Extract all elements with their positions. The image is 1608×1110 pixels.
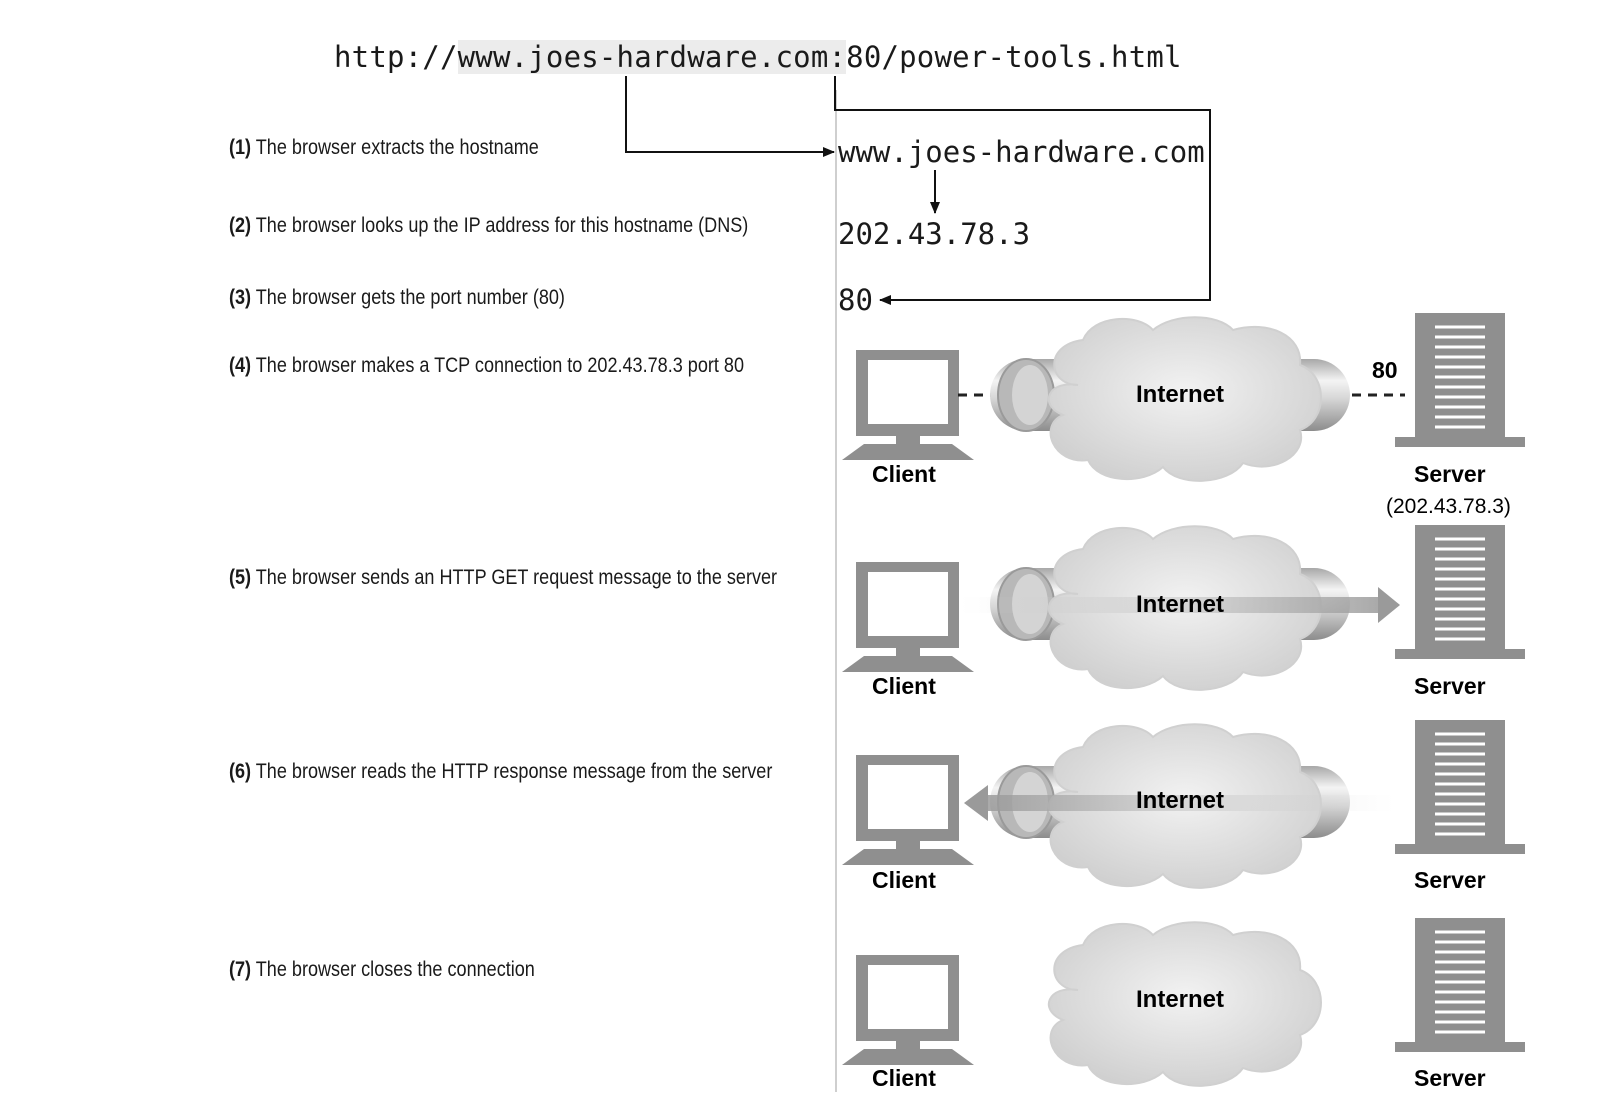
port-value: 80 bbox=[838, 283, 873, 317]
url-path: /power-tools.html bbox=[881, 40, 1182, 74]
url-host: www.joes-hardware.com bbox=[457, 40, 829, 74]
step-6: (6) The browser reads the HTTP response … bbox=[229, 760, 772, 784]
port-label: 80 bbox=[1372, 357, 1398, 383]
server-label: Server bbox=[1414, 1065, 1486, 1091]
step-number: (7) bbox=[229, 958, 252, 981]
step-text: The browser makes a TCP connection to 20… bbox=[251, 354, 745, 377]
client-computer-icon bbox=[842, 955, 974, 1065]
step-number: (6) bbox=[229, 760, 252, 783]
client-label: Client bbox=[872, 461, 936, 487]
url-port: 80 bbox=[846, 40, 882, 74]
client-computer-icon bbox=[842, 562, 974, 672]
response-arrow-head bbox=[964, 785, 988, 821]
scene-send-request: Client Internet Server bbox=[842, 523, 1527, 699]
step-number: (2) bbox=[229, 214, 252, 237]
server-label: Server bbox=[1414, 673, 1486, 699]
server-icon bbox=[1393, 718, 1527, 856]
request-arrow-head bbox=[1378, 587, 1400, 623]
step-text: The browser gets the port number (80) bbox=[251, 286, 565, 309]
client-label: Client bbox=[872, 1065, 936, 1091]
step-number: (5) bbox=[229, 566, 252, 589]
hostname-value: www.joes-hardware.com bbox=[838, 135, 1205, 169]
internet-label: Internet bbox=[1136, 591, 1224, 618]
client-label: Client bbox=[872, 673, 936, 699]
url-colon: : bbox=[828, 40, 847, 74]
client-computer-icon bbox=[842, 350, 974, 460]
step-text: The browser looks up the IP address for … bbox=[251, 214, 749, 237]
step-4: (4) The browser makes a TCP connection t… bbox=[229, 354, 744, 378]
step-text: The browser reads the HTTP response mess… bbox=[251, 760, 773, 783]
client-label: Client bbox=[872, 867, 936, 893]
scene-close-connection: Client Internet Server bbox=[842, 916, 1527, 1091]
step-number: (1) bbox=[229, 136, 252, 159]
internet-label: Internet bbox=[1136, 986, 1224, 1013]
server-ip-label: (202.43.78.3) bbox=[1386, 495, 1511, 518]
server-icon bbox=[1393, 523, 1527, 661]
url-line: http://www.joes-hardware.com:80/power-to… bbox=[334, 40, 1182, 74]
url-scheme: http:// bbox=[334, 40, 458, 74]
arrow-port-to-value bbox=[834, 76, 1211, 305]
step-2: (2) The browser looks up the IP address … bbox=[229, 214, 748, 238]
step-number: (4) bbox=[229, 354, 252, 377]
request-arrow-shaft bbox=[960, 597, 1380, 613]
step-5: (5) The browser sends an HTTP GET reques… bbox=[229, 566, 777, 590]
step-number: (3) bbox=[229, 286, 252, 309]
arrow-host-to-hostname bbox=[625, 76, 835, 157]
response-arrow-shaft bbox=[985, 795, 1395, 811]
internet-label: Internet bbox=[1136, 381, 1224, 408]
step-7: (7) The browser closes the connection bbox=[229, 958, 535, 982]
client-computer-icon bbox=[842, 755, 974, 865]
server-label: Server bbox=[1414, 461, 1486, 487]
step-text: The browser extracts the hostname bbox=[251, 136, 539, 159]
server-icon bbox=[1393, 916, 1527, 1054]
server-icon bbox=[1393, 311, 1527, 449]
step-text: The browser closes the connection bbox=[251, 958, 535, 981]
ip-address-value: 202.43.78.3 bbox=[838, 217, 1031, 251]
step-text: The browser sends an HTTP GET request me… bbox=[251, 566, 778, 589]
scene-tcp-connection: Client Internet 80 Server (202.43.78.3) bbox=[842, 311, 1527, 518]
server-label: Server bbox=[1414, 867, 1486, 893]
step-1: (1) The browser extracts the hostname bbox=[229, 136, 539, 160]
scene-read-response: Client Internet Server bbox=[842, 718, 1527, 893]
step-3: (3) The browser gets the port number (80… bbox=[229, 286, 565, 310]
internet-label: Internet bbox=[1136, 787, 1224, 814]
